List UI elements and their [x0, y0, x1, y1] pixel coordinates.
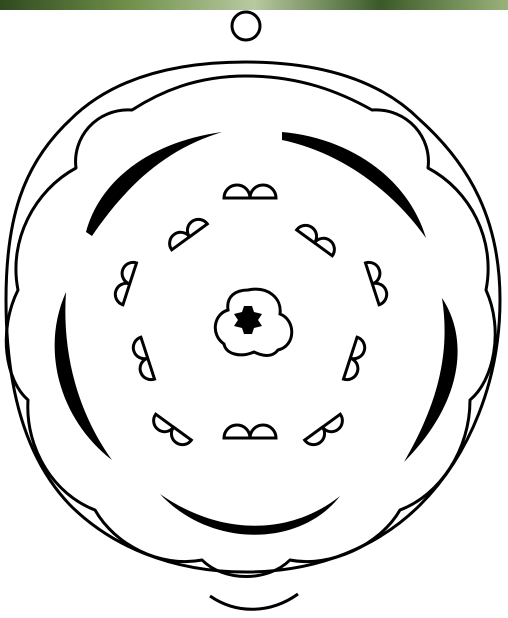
axis-circle-icon — [232, 12, 260, 40]
stamen — [224, 185, 276, 198]
stamen — [112, 260, 136, 305]
stamen — [130, 337, 154, 382]
ovary — [215, 289, 291, 355]
stamen — [305, 414, 347, 449]
stamen — [343, 337, 367, 382]
sepal — [55, 292, 112, 460]
stamen — [224, 425, 276, 438]
sepal — [282, 132, 426, 238]
sepal — [160, 494, 340, 535]
bract-crescent-icon — [210, 594, 298, 609]
stamen — [165, 215, 207, 250]
stamen — [297, 221, 339, 256]
sepal — [404, 298, 458, 462]
stamen — [149, 414, 191, 449]
stamen — [365, 260, 389, 305]
